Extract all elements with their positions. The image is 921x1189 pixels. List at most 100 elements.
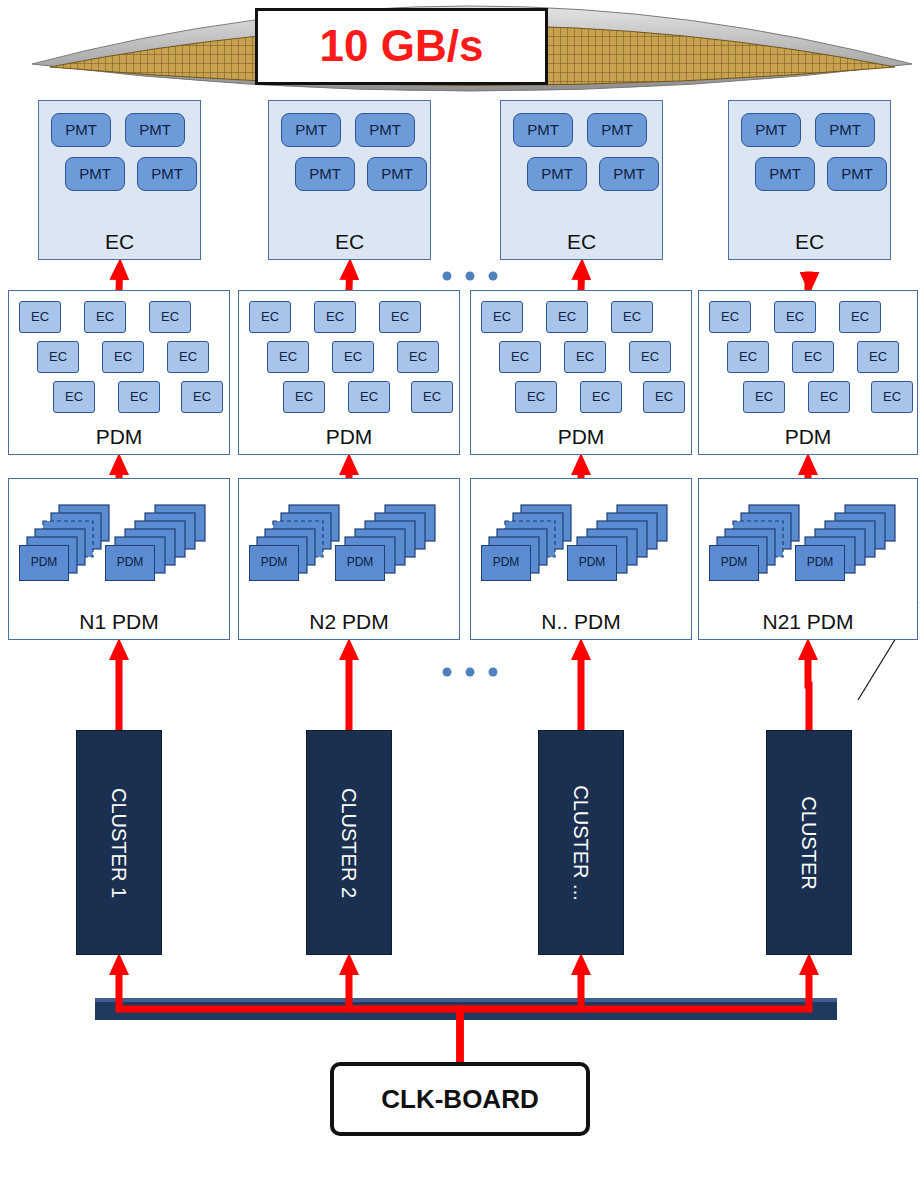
signal-arrow	[346, 656, 353, 730]
ec-box: EC	[871, 381, 913, 413]
ec-box: EC	[611, 301, 653, 333]
pmt-box: PMT	[65, 157, 125, 191]
node-label: CLUSTER 1	[108, 787, 130, 897]
node-label: PDM	[493, 556, 520, 569]
node-label: EC	[869, 350, 887, 364]
node-label: EC	[326, 310, 344, 324]
ec-box: EC	[53, 381, 95, 413]
node-label: 10 GB/s	[320, 22, 484, 70]
ec-box: EC	[743, 381, 785, 413]
node-label: EC	[193, 390, 211, 404]
pmt-box: PMT	[513, 113, 573, 147]
node-label: PDM	[326, 425, 373, 448]
node-label: EC	[493, 310, 511, 324]
node-label: CLUSTER	[798, 796, 820, 889]
pmt-box: PMT	[281, 113, 341, 147]
ec-box: EC	[84, 301, 126, 333]
node-label: EC	[344, 350, 362, 364]
node-label: EC	[423, 390, 441, 404]
pdm-box: PDMECECECECECECECECEC	[470, 290, 692, 455]
ec-box: EC	[481, 301, 523, 333]
node-label: PDM	[579, 556, 606, 569]
node-label: PDM	[785, 425, 832, 448]
ec-box: EC	[629, 341, 671, 373]
node-label: EC	[295, 390, 313, 404]
ec-box: EC	[19, 301, 61, 333]
pmt-box: PMT	[587, 113, 647, 147]
signal-arrow	[460, 971, 809, 1062]
clock-board: CLK-BOARD	[330, 1062, 590, 1136]
node-label: PMT	[601, 122, 633, 139]
pmt-box: PMT	[599, 157, 659, 191]
node-label: EC	[655, 390, 673, 404]
node-label: EC	[130, 390, 148, 404]
node-label: EC	[31, 310, 49, 324]
ec-box: EC	[314, 301, 356, 333]
pdm-box: PDM	[249, 545, 299, 581]
signal-arrow	[578, 471, 585, 478]
signal-arrow	[808, 275, 810, 290]
node-label: EC	[527, 390, 545, 404]
pdm-group: N.. PDMPDMPDM	[470, 478, 692, 640]
pmt-box: PMT	[741, 113, 801, 147]
node-label: PMT	[369, 122, 401, 139]
pdm-box: PDM	[19, 545, 69, 581]
pmt-box: PMT	[815, 113, 875, 147]
node-label: EC	[851, 310, 869, 324]
pdm-box: PDM	[709, 545, 759, 581]
node-label: PMT	[309, 166, 341, 183]
pdm-box: PDM	[105, 545, 155, 581]
node-label: CLUSTER ...	[570, 785, 592, 901]
node-label: EC	[623, 310, 641, 324]
node-label: EC	[739, 350, 757, 364]
node-label: CLUSTER 2	[338, 787, 360, 897]
focal-surface-rim	[32, 6, 912, 91]
cluster-board: CLUSTER 2	[306, 730, 392, 955]
node-label: EC	[391, 310, 409, 324]
node-label: N2 PDM	[309, 610, 388, 633]
node-label: EC	[795, 230, 824, 253]
signal-arrow	[346, 471, 353, 478]
node-label: PMT	[527, 122, 559, 139]
node-label: PMT	[79, 166, 111, 183]
signal-arrow	[578, 276, 586, 290]
cluster-board: CLUSTER	[766, 730, 852, 955]
ec-box: EC	[267, 341, 309, 373]
clock-bus-highlight	[95, 998, 837, 1002]
node-label: EC	[511, 350, 529, 364]
pdm-box: PDMECECECECECECECECEC	[238, 290, 460, 455]
pdm-box: PDM	[335, 545, 385, 581]
signal-arrow	[116, 656, 123, 730]
ec-box: EC	[118, 381, 160, 413]
pdm-box: PDM	[567, 545, 617, 581]
ec-box: EC	[580, 381, 622, 413]
ec-box: EC	[149, 301, 191, 333]
ec-box: EC	[709, 301, 751, 333]
pdm-box: PDM	[795, 545, 845, 581]
node-label: EC	[558, 310, 576, 324]
signal-arrow	[119, 971, 460, 1062]
node-label: PDM	[31, 556, 58, 569]
node-label: N21 PDM	[762, 610, 853, 633]
node-label: PDM	[117, 556, 144, 569]
pmt-box: PMT	[125, 113, 185, 147]
node-label: EC	[335, 230, 364, 253]
ec-box: EC	[37, 341, 79, 373]
node-label: PMT	[151, 166, 183, 183]
pmt-box: PMT	[355, 113, 415, 147]
node-label: N1 PDM	[79, 610, 158, 633]
pdm-box: PDMECECECECECECECECEC	[698, 290, 918, 455]
cluster-board: CLUSTER ...	[538, 730, 624, 955]
ec-box: EC	[515, 381, 557, 413]
pmt-box: PMT	[137, 157, 197, 191]
ec-box: EC	[857, 341, 899, 373]
node-label: PDM	[96, 425, 143, 448]
ec-box: EC	[181, 381, 223, 413]
node-label: EC	[576, 350, 594, 364]
data-rate-box: 10 GB/s	[255, 8, 548, 85]
pmt-box: PMT	[527, 157, 587, 191]
ec-box: EC	[774, 301, 816, 333]
node-label: PMT	[381, 166, 413, 183]
node-label: PMT	[613, 166, 645, 183]
pdm-group: N21 PDM PDM PDM	[698, 478, 918, 640]
